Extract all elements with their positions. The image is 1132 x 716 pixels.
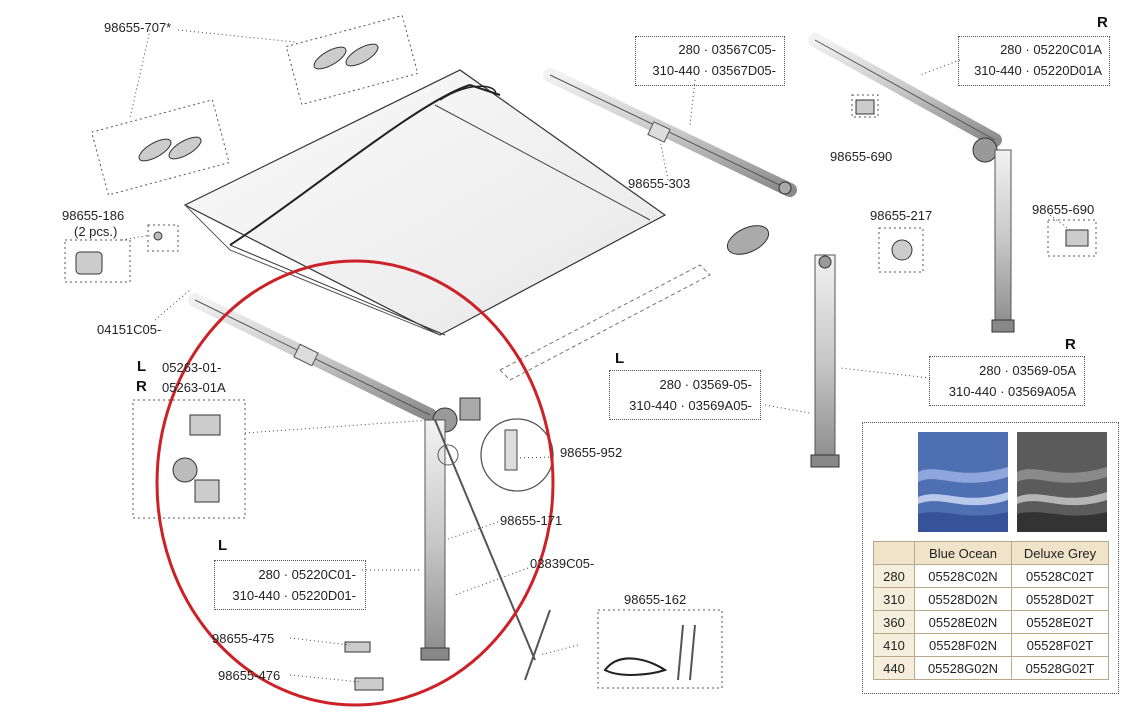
box-arm-left: [214, 560, 366, 610]
label-98655-707: 98655-707*: [104, 20, 172, 35]
side-r-05263: R: [136, 378, 147, 395]
highlight-circle: [155, 259, 555, 707]
side-l-05263: L: [137, 358, 147, 375]
table-cell: 05528F02T: [1011, 633, 1109, 657]
size-cell: 280: [873, 564, 915, 588]
table-row: 310 05528D02N 05528D02T: [873, 587, 1109, 611]
swatch-deluxe-grey: [1017, 432, 1107, 532]
table-cell: 05528F02N: [914, 633, 1012, 657]
label-arm-l-2: 310-440 · 05220D01-: [232, 588, 356, 603]
label-leg-l-1: 280 · 03569-05-: [659, 377, 752, 392]
label-98655-690-top: 98655-690: [830, 149, 893, 164]
label-98655-952: 98655-952: [560, 445, 623, 460]
motor-connector: [726, 225, 770, 255]
blue-wave-pattern: [918, 467, 1008, 532]
label-98655-171: 98655-171: [500, 513, 563, 528]
label-98655-303: 98655-303: [628, 176, 691, 191]
part-cluster-186: [64, 224, 179, 283]
label-98655-476: 98655-476: [218, 668, 281, 683]
label-98655-186: 98655-186: [62, 208, 125, 223]
table-cell: 05528E02T: [1011, 610, 1109, 634]
header-blank: [873, 541, 915, 565]
side-r-arm: R: [1097, 14, 1108, 31]
header-deluxe-grey: Deluxe Grey: [1011, 541, 1109, 565]
label-98655-217: 98655-217: [870, 208, 933, 223]
header-blue-ocean: Blue Ocean: [914, 541, 1012, 565]
label-98655-690-side: 98655-690: [1032, 202, 1095, 217]
label-05263-l: 05263-01-: [162, 360, 222, 375]
table-row: 440 05528G02N 05528G02T: [873, 656, 1109, 680]
box-fabric: [862, 422, 1119, 694]
table-cell: 05528C02N: [914, 564, 1012, 588]
table-cell: 05528D02N: [914, 587, 1012, 611]
part-cluster-475-476: [344, 641, 384, 691]
size-cell: 360: [873, 610, 915, 634]
side-l-arm: L: [218, 537, 228, 554]
label-rail-top-1: 280 · 03567C05-: [678, 42, 776, 57]
table-row: 410 05528F02N 05528F02T: [873, 633, 1109, 657]
label-03839c05: 03839C05-: [530, 556, 595, 571]
left-arm: [188, 293, 536, 661]
part-cluster-05263: [132, 399, 246, 519]
box-leg-right: [929, 356, 1085, 406]
part-cluster-690-side: [1047, 219, 1097, 257]
box-rail-top: [635, 36, 785, 86]
right-leg: [810, 254, 840, 468]
label-arm-r-1: 280 · 05220C01A: [1000, 42, 1102, 57]
table-cell: 05528G02T: [1011, 656, 1109, 680]
grey-wave-pattern: [1017, 467, 1107, 532]
part-cluster-162: [524, 609, 723, 689]
side-r-leg: R: [1065, 336, 1076, 353]
label-98655-162: 98655-162: [624, 592, 687, 607]
size-cell: 440: [873, 656, 915, 680]
label-98655-475: 98655-475: [212, 631, 275, 646]
table-cell: 05528G02N: [914, 656, 1012, 680]
swatch-blue-ocean: [918, 432, 1008, 532]
table-cell: 05528D02T: [1011, 587, 1109, 611]
fabric-table: Blue Ocean Deluxe Grey 280 05528C02N 055…: [873, 541, 1109, 680]
box-leg-left: [609, 370, 761, 420]
top-rail: [543, 68, 797, 197]
part-cluster-217: [878, 227, 924, 273]
part-cluster-690-top: [851, 94, 879, 118]
ghost-profile: [499, 264, 711, 381]
label-98655-186-qty: (2 pcs.): [74, 224, 118, 239]
label-leg-l-2: 310-440 · 03569A05-: [629, 398, 752, 413]
table-row: 360 05528E02N 05528E02T: [873, 610, 1109, 634]
label-arm-r-2: 310-440 · 05220D01A: [974, 63, 1102, 78]
table-cell: 05528C02T: [1011, 564, 1109, 588]
leader-lines: [121, 29, 1071, 683]
label-leg-r-2: 310-440 · 03569A05A: [948, 384, 1076, 399]
right-arm: [808, 33, 1015, 333]
label-leg-r-1: 280 · 03569-05A: [979, 363, 1076, 378]
label-05263-r: 05263-01A: [162, 380, 226, 395]
table-row: 280 05528C02N 05528C02T: [873, 564, 1109, 588]
awning-canvas: [183, 69, 667, 336]
part-cluster-952: [437, 418, 554, 492]
side-l-leg: L: [615, 350, 625, 367]
label-arm-l-1: 280 · 05220C01-: [258, 567, 356, 582]
table-cell: 05528E02N: [914, 610, 1012, 634]
box-arm-right: [958, 36, 1110, 86]
fabric-table-header: Blue Ocean Deluxe Grey: [873, 541, 1109, 565]
label-rail-top-2: 310-440 · 03567D05-: [652, 63, 776, 78]
size-cell: 410: [873, 633, 915, 657]
label-04151c05: 04151C05-: [97, 322, 162, 337]
size-cell: 310: [873, 587, 915, 611]
